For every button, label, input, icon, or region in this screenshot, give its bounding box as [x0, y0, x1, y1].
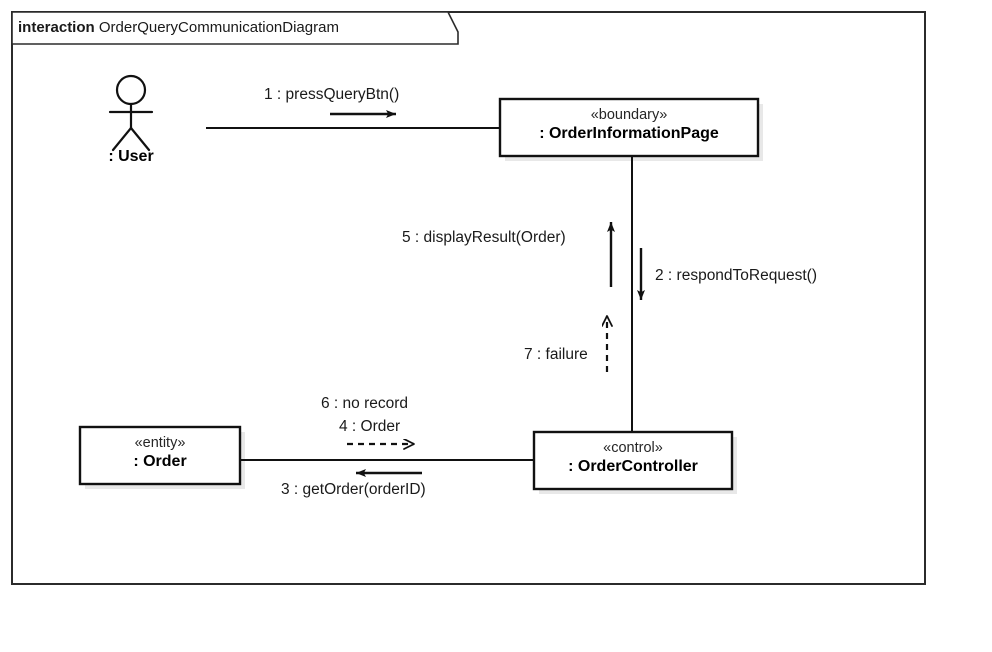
message-label-7: 7 : failure: [524, 346, 588, 363]
node-stereotype-boundary: «boundary»: [590, 107, 668, 123]
node-name-order: : Order: [133, 453, 187, 471]
frame-name: OrderQueryCommunicationDiagram: [98, 19, 339, 36]
node-name-ordercontroller: : OrderController: [568, 458, 698, 476]
node-stereotype-control: «control»: [603, 440, 663, 456]
node-box-ordercontroller: [532, 430, 734, 491]
frame-label: interaction OrderQueryCommunicationDiagr…: [18, 19, 339, 36]
links: [206, 127, 633, 461]
message-label-5: 5 : displayResult(Order): [402, 229, 566, 246]
actor-label-user: : User: [108, 148, 154, 165]
node-boxes: [78, 97, 760, 491]
node-label-ordercontroller: «control» : OrderController: [534, 439, 732, 477]
frame-keyword: interaction: [18, 19, 95, 36]
message-label-3: 3 : getOrder(orderID): [281, 481, 426, 498]
node-stereotype-entity: «entity»: [134, 435, 186, 451]
message-label-2: 2 : respondToRequest(): [655, 267, 817, 284]
node-label-order: «entity» : Order: [80, 434, 240, 472]
diagram-frame: [11, 11, 926, 585]
message-label-1: 1 : pressQueryBtn(): [264, 86, 400, 103]
message-label-4: 4 : Order: [339, 418, 401, 435]
node-label-orderinformationpage: «boundary» : OrderInformationPage: [500, 106, 758, 144]
frame-name-tab: [11, 11, 459, 45]
node-box-order: [78, 425, 242, 486]
node-box-orderinformationpage: [498, 97, 760, 158]
node-name-orderinformationpage: : OrderInformationPage: [539, 125, 719, 143]
message-label-6: 6 : no record: [321, 395, 409, 412]
actor-user-figure: [108, 74, 154, 152]
